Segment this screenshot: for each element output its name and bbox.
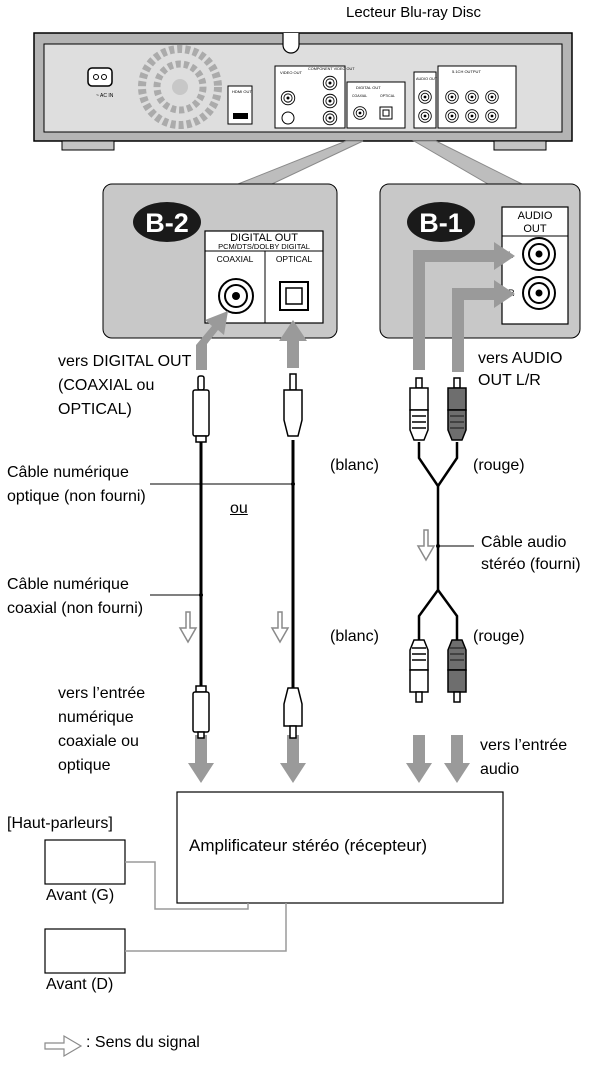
arrow-down-white [406, 735, 432, 783]
coaxial-jack [218, 278, 254, 314]
arrow-to-coaxial [196, 311, 228, 370]
label-front-left: Avant (G) [46, 887, 115, 904]
svg-text:COAXIAL: COAXIAL [352, 94, 367, 98]
label-to-digital-input: vers l’entrée numérique coaxiale ou opti… [58, 685, 146, 774]
rca-plugs-top [409, 377, 467, 441]
amplifier-box [176, 791, 504, 904]
ac-in-label: ~ AC IN [96, 93, 114, 99]
label-audio-cable: Câble audio stéréo (fourni) [481, 534, 581, 573]
speaker-front-left [44, 839, 126, 885]
coax-plug-top [192, 375, 210, 443]
b2-badge-text: B-2 [145, 208, 189, 238]
label-coaxial-cable: Câble numérique coaxial (non fourni) [7, 576, 144, 617]
label-to-audio-input: vers l’entrée audio [480, 737, 568, 778]
arrow-down-red [444, 735, 470, 783]
label-to-audio-out: vers AUDIO OUT L/R [478, 350, 563, 389]
label-red-bottom: (rouge) [473, 628, 525, 645]
label-white-top: (blanc) [330, 457, 379, 474]
audio-r-jack [522, 276, 556, 310]
optical-label: OPTICAL [276, 254, 313, 264]
legend-signal-arrow [44, 1034, 83, 1058]
leader-lines [150, 483, 474, 596]
signal-arrow-coax [178, 611, 198, 644]
signal-arrow-audio [416, 529, 436, 562]
connection-arrows [188, 242, 515, 783]
coax-plug-bottom [192, 685, 210, 739]
arrow-to-audio-l [413, 242, 515, 370]
label-or: ou [230, 500, 248, 517]
digital-out-subtitle: PCM/DTS/DOLBY DIGITAL [218, 242, 310, 251]
label-optical-cable: Câble numérique optique (non fourni) [7, 464, 146, 505]
arrow-to-optical [279, 320, 307, 368]
audio-out-title-2: OUT [523, 223, 547, 235]
b1-badge-text: B-1 [419, 208, 463, 238]
detail-b2-panel: B-2 DIGITAL OUT PCM/DTS/DOLBY DIGITAL CO… [102, 183, 338, 339]
ch51-output-block: 5.1CH OUTPUT [437, 65, 517, 129]
signal-direction-arrows [178, 529, 436, 644]
svg-text:HDMI OUT: HDMI OUT [232, 89, 252, 94]
svg-text:DIGITAL OUT: DIGITAL OUT [356, 85, 381, 90]
b1-badge [407, 202, 475, 242]
video-out-block: VIDEO OUT COMPONENT VIDEO OUT [274, 65, 355, 129]
b2-badge [133, 202, 201, 242]
cables [199, 440, 459, 690]
audio-out-title-1: AUDIO [518, 210, 553, 222]
label-front-right: Avant (D) [46, 976, 114, 993]
label-amplifier: Amplificateur stéréo (récepteur) [189, 836, 428, 855]
label-red-top: (rouge) [473, 457, 525, 474]
label-legend: : Sens du signal [86, 1034, 200, 1051]
label-speakers: [Haut-parleurs] [7, 815, 113, 832]
svg-text:5.1CH OUTPUT: 5.1CH OUTPUT [452, 69, 481, 74]
hdmi-out-port: HDMI OUT [227, 85, 253, 125]
signal-arrow-optical [270, 611, 290, 644]
coaxial-label: COAXIAL [217, 254, 254, 264]
optical-plug-top [283, 373, 303, 437]
ac-in-socket: ~ AC IN [87, 67, 114, 99]
arrow-down-optical [280, 735, 306, 783]
device-title: Lecteur Blu-ray Disc [346, 4, 482, 21]
audio-out-block: AUDIO OUT [413, 71, 438, 129]
speaker-front-right [44, 928, 126, 974]
label-white-bottom: (blanc) [330, 628, 379, 645]
rca-plugs-bottom [409, 639, 467, 703]
svg-text:AUDIO OUT: AUDIO OUT [416, 77, 438, 81]
svg-text:OPTICAL: OPTICAL [380, 94, 395, 98]
label-to-digital-out: vers DIGITAL OUT (COAXIAL ou OPTICAL) [58, 353, 192, 418]
digital-out-title: DIGITAL OUT [230, 232, 298, 244]
speaker-wires [125, 861, 287, 952]
optical-plug-bottom [283, 687, 303, 739]
bluray-player: ~ AC IN HDMI OUT VIDEO OUT COMPONENT VID… [33, 32, 573, 151]
digital-out-block: DIGITAL OUT COAXIAL OPTICAL [346, 81, 406, 129]
arrow-down-coax [188, 735, 214, 783]
svg-text:COMPONENT VIDEO OUT: COMPONENT VIDEO OUT [308, 67, 355, 71]
audio-l-jack [522, 237, 556, 271]
optical-jack [279, 281, 309, 311]
svg-text:VIDEO OUT: VIDEO OUT [280, 70, 303, 75]
arrow-to-audio-r [452, 280, 515, 372]
cooling-fan [138, 45, 222, 129]
